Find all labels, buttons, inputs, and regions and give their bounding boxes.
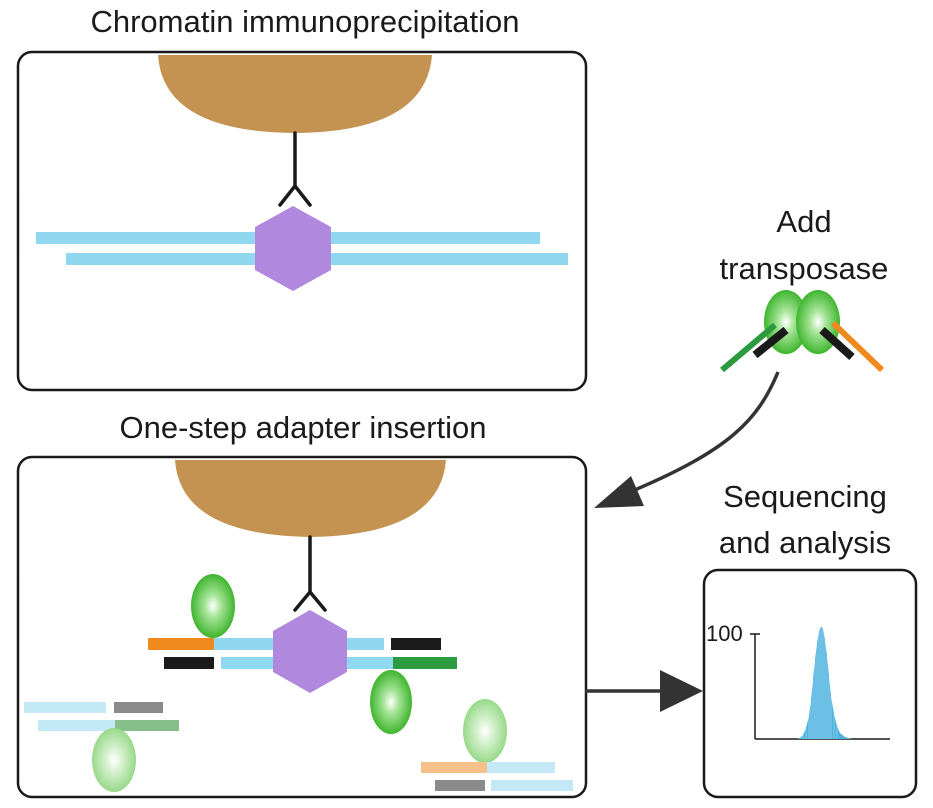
adapter-faded (115, 720, 179, 731)
bead-icon (175, 460, 446, 537)
nucleosome-icon (273, 610, 347, 693)
dna-fragment-faded (491, 780, 573, 791)
adapter-faded (421, 762, 487, 773)
bead-icon (158, 55, 432, 133)
histogram-y-tick: 100 (706, 621, 743, 646)
sequencing-label-line1: Sequencing (723, 479, 887, 514)
antibody-icon (293, 535, 327, 612)
adapter-faded (435, 780, 485, 791)
nucleosome-icon (255, 206, 331, 291)
arrow-icon (585, 670, 703, 712)
transposase-icon (720, 290, 885, 373)
adapter-green (393, 657, 457, 669)
adapter-black (164, 657, 214, 669)
sequencing-label-line2: and analysis (719, 525, 891, 560)
arrow-icon (594, 371, 780, 508)
sequencing-panel (702, 568, 918, 799)
insertion-title: One-step adapter insertion (119, 410, 486, 445)
adapter-faded (114, 702, 163, 713)
transposase-icon (92, 728, 136, 792)
transposase-icon (370, 670, 412, 734)
histogram-peak (797, 626, 852, 739)
transposase-icon (191, 574, 235, 638)
histogram-bar-lines (802, 626, 838, 739)
dna-fragment-faded (38, 720, 115, 731)
transposase-label-line2: transposase (720, 251, 889, 286)
dna-fragment-faded (24, 702, 106, 713)
adapter-black (391, 638, 441, 650)
chip-title: Chromatin immunoprecipitation (90, 4, 519, 39)
transposase-label-line1: Add (776, 204, 831, 239)
antibody-icon (278, 131, 312, 207)
insertion-panel (16, 455, 588, 799)
chip-panel (16, 50, 588, 392)
dna-fragment-faded (487, 762, 555, 773)
transposase-icon (463, 699, 507, 763)
adapter-orange (148, 638, 214, 650)
